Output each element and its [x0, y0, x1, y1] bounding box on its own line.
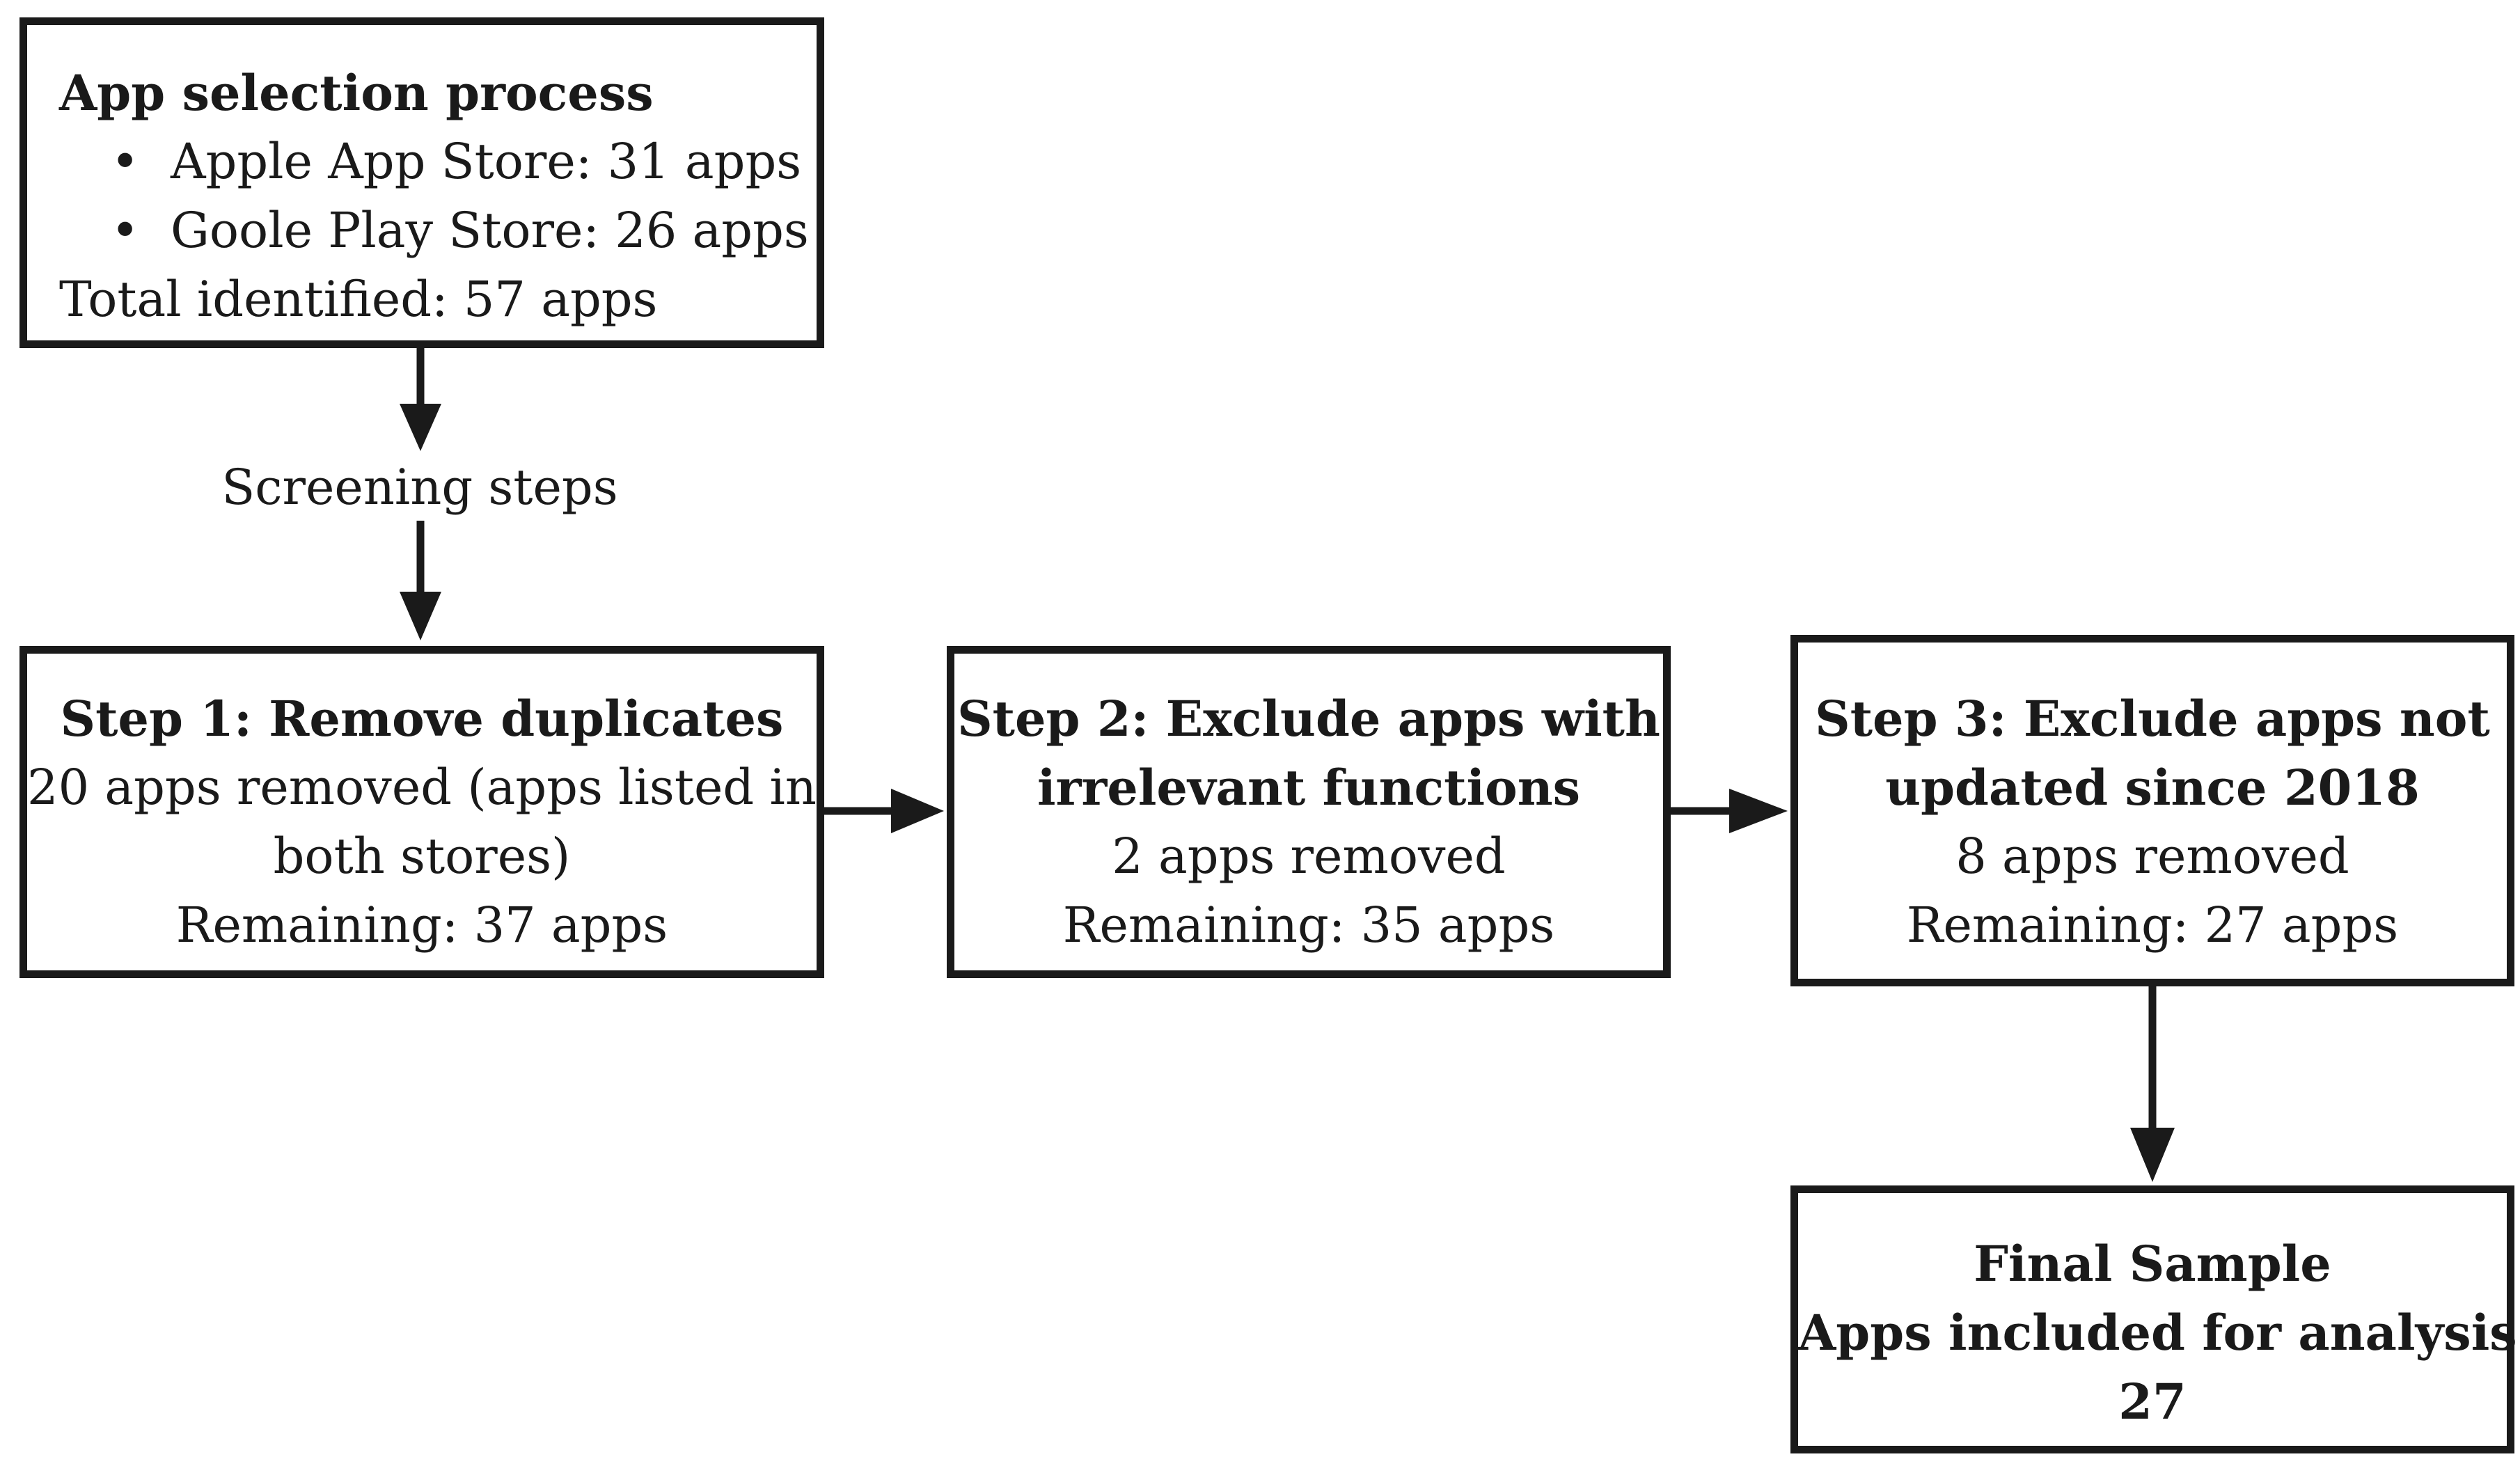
- step3-removed: 8 apps removed: [1955, 828, 2349, 885]
- total-identified: Total identified: 57 apps: [59, 271, 658, 328]
- step2-removed: 2 apps removed: [1112, 828, 1506, 885]
- bullet-text-google: Goole Play Store: 26 apps: [171, 202, 809, 259]
- app-selection-box: App selection process • Apple App Store:…: [19, 17, 824, 348]
- step2-remaining: Remaining: 35 apps: [1062, 897, 1555, 954]
- arrowhead-start-to-screening: [400, 404, 441, 451]
- step2-box: Step 2: Exclude apps with irrelevant fun…: [947, 646, 1671, 978]
- step1-removed-line2: both stores): [273, 828, 571, 885]
- step1-box: Step 1: Remove duplicates 20 apps remove…: [19, 646, 824, 978]
- app-selection-title: App selection process: [59, 64, 654, 122]
- step3-box: Step 3: Exclude apps not updated since 2…: [1790, 635, 2514, 986]
- bullet-item-apple: • Apple App Store: 31 apps: [59, 127, 817, 196]
- arrowhead-step1-to-step2: [891, 789, 944, 833]
- bullet-item-google: • Goole Play Store: 26 apps: [59, 196, 817, 265]
- final-sample-count: 27: [2118, 1373, 2187, 1430]
- bullet-dot: •: [111, 202, 140, 259]
- final-sample-box: Final Sample Apps included for analysis:…: [1790, 1185, 2520, 1453]
- step1-removed-line1: 20 apps removed (apps listed in: [27, 759, 817, 816]
- arrowhead-step3-to-final: [2130, 1128, 2175, 1182]
- step2-title-line2: irrelevant functions: [1037, 759, 1581, 817]
- step3-title-line1: Step 3: Exclude apps not: [1815, 690, 2490, 748]
- step2-title-line1: Step 2: Exclude apps with: [957, 690, 1660, 748]
- arrowhead-step2-to-step3: [1729, 789, 1788, 833]
- screening-steps-label: Screening steps: [221, 459, 618, 516]
- step3-remaining: Remaining: 27 apps: [1906, 897, 2399, 954]
- final-sample-title: Final Sample: [1974, 1235, 2331, 1293]
- step1-title: Step 1: Remove duplicates: [60, 690, 784, 748]
- final-sample-line1: Apps included for analysis:: [1798, 1304, 2520, 1362]
- arrowhead-screening-to-step1: [400, 592, 441, 640]
- step3-title-line2: updated since 2018: [1885, 759, 2420, 817]
- bullet-dot: •: [111, 133, 140, 190]
- step1-remaining: Remaining: 37 apps: [175, 897, 668, 954]
- bullet-text-apple: Apple App Store: 31 apps: [171, 133, 802, 190]
